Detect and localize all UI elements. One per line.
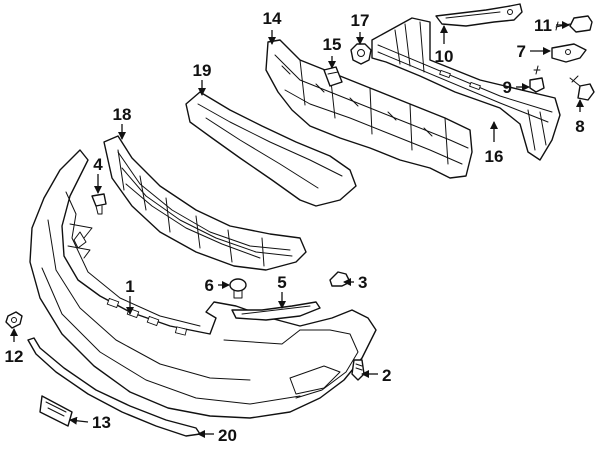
- leader-lines: [10, 21, 584, 438]
- callout-2: 2: [382, 366, 391, 385]
- bolt-11: [555, 15, 593, 33]
- nut-17: [350, 43, 372, 65]
- callout-16: 16: [485, 147, 504, 166]
- callout-1: 1: [125, 277, 134, 296]
- callout-20: 20: [218, 426, 237, 445]
- callout-3: 3: [358, 273, 367, 292]
- callout-13: 13: [92, 413, 111, 432]
- bolt-8: [569, 75, 595, 101]
- callout-labels: 1 2 3 4 5 6 7 8 9 10 11 12 13 14 15 16 1…: [5, 9, 585, 445]
- callout-18: 18: [113, 105, 132, 124]
- callout-11: 11: [534, 16, 552, 35]
- clip-15: [323, 66, 343, 87]
- callout-19: 19: [193, 61, 212, 80]
- bolt-9: [529, 65, 545, 93]
- cap-3: [329, 271, 351, 287]
- push-pin-6: [229, 278, 247, 299]
- push-clip-4: [91, 193, 107, 215]
- callout-12: 12: [5, 347, 24, 366]
- callout-9: 9: [503, 78, 512, 97]
- callout-6: 6: [205, 276, 214, 295]
- callout-14: 14: [263, 9, 282, 28]
- energy-absorber: [265, 39, 473, 179]
- callout-15: 15: [323, 35, 342, 54]
- bracket-7: [551, 43, 587, 63]
- callout-4: 4: [93, 155, 103, 174]
- callout-17: 17: [351, 11, 370, 30]
- callout-7: 7: [517, 42, 526, 61]
- callout-8: 8: [575, 117, 584, 136]
- callout-10: 10: [435, 47, 454, 66]
- bracket-10: [435, 3, 523, 27]
- screw-2: [351, 359, 365, 381]
- impact-beam: [371, 17, 561, 161]
- leader-13: [69, 416, 89, 425]
- callout-5: 5: [277, 273, 286, 292]
- bumper-cover: [29, 149, 377, 419]
- upper-grille: [185, 91, 357, 207]
- license-bracket-13: [39, 395, 73, 427]
- clip-12: [5, 311, 23, 329]
- lower-grille: [103, 135, 307, 271]
- trim-strip-5: [231, 301, 321, 321]
